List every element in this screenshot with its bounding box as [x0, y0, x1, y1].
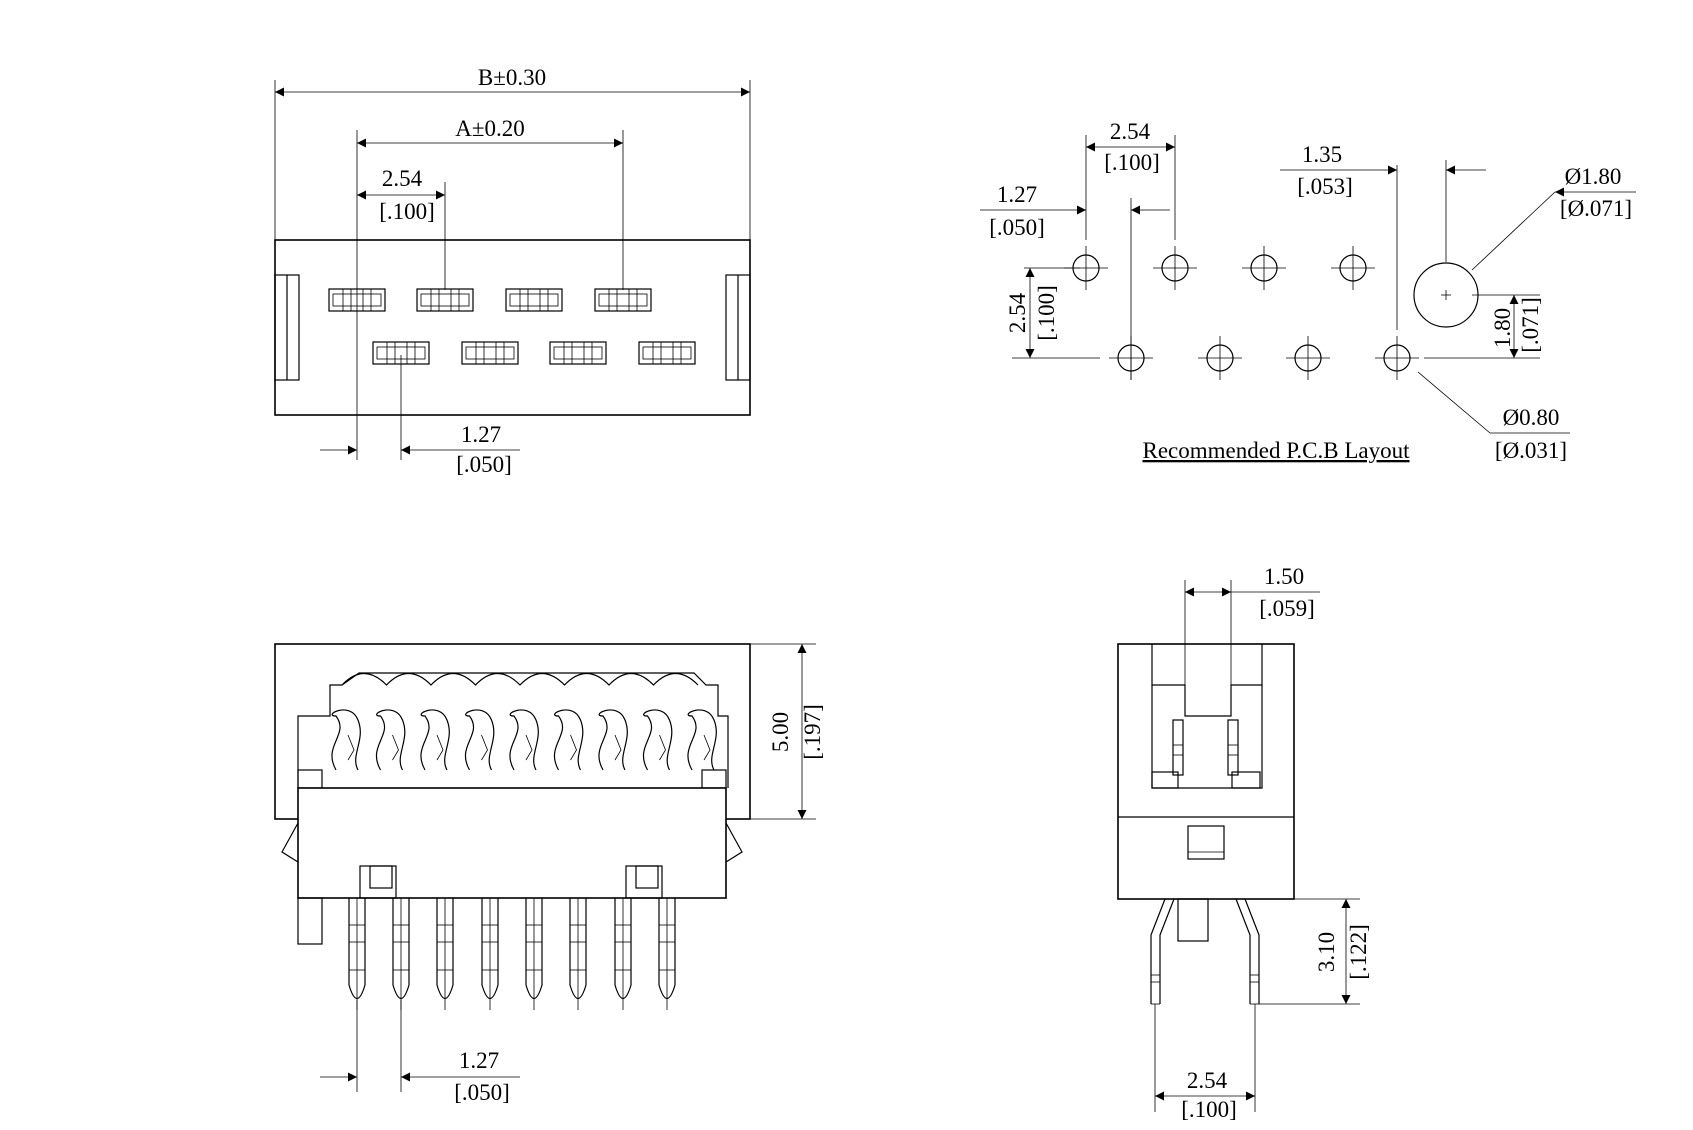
front-pitch-in: [.100] [379, 199, 435, 224]
spring-contact [375, 709, 406, 771]
spring-contacts [331, 709, 717, 771]
dim-b-label: B±0.30 [478, 65, 546, 90]
side-width-mm: 1.50 [1264, 564, 1304, 589]
contact-scallops [341, 672, 699, 686]
side-view: 1.50 [.059] 3.10 [.122] 2.54 [.100] [1117, 564, 1371, 1122]
left-boss [297, 897, 323, 945]
front-view: B±0.30 A±0.20 2.54 [.100] 1.27 [.050] [274, 65, 751, 477]
pin-length-in: [.122] [1346, 924, 1371, 980]
pcb-row-spacing-mm: 2.54 [1005, 292, 1030, 333]
scallop-edge [341, 672, 699, 686]
pcb-row-spacing-in: [.100] [1034, 285, 1059, 341]
pcb-layout-caption: Recommended P.C.B Layout [1142, 438, 1410, 463]
pin-length-mm: 3.10 [1314, 932, 1339, 972]
spring-contact [642, 709, 673, 771]
pcb-peg-x-in: [.053] [1297, 174, 1353, 199]
spring-contact [509, 709, 539, 771]
spring-contact [420, 709, 450, 771]
front-housing [274, 239, 751, 416]
pcb-layout-view: 2.54 [.100] 1.27 [.050] 2.54 [.100] 1.35… [980, 119, 1636, 463]
pcb-pitch-mm: 2.54 [1110, 119, 1151, 144]
height-mm: 5.00 [768, 712, 793, 752]
front-offset-mm: 1.27 [461, 422, 501, 447]
side-pitch-mm: 2.54 [1187, 1068, 1228, 1093]
pcb-peg-x-mm: 1.35 [1302, 142, 1342, 167]
side-width-in: [.059] [1259, 596, 1315, 621]
pin-pitch-mm: 1.27 [459, 1048, 499, 1073]
pcb-pitch-in: [.100] [1104, 150, 1160, 175]
side-housing [1117, 643, 1295, 900]
contact-slot [505, 288, 563, 312]
bottom-view: 5.00 [.197] 1.27 [.050] [274, 643, 825, 1105]
height-in: [.197] [800, 704, 825, 760]
pcb-peg-dia-mm: Ø1.80 [1565, 164, 1622, 189]
contact-slot [638, 341, 696, 365]
pcb-peg-y-mm: 1.80 [1490, 308, 1515, 348]
spring-contact [464, 709, 495, 771]
pcb-hole-dia-mm: Ø0.80 [1503, 405, 1560, 430]
pcb-row-offset-in: [.050] [989, 215, 1045, 240]
pcb-peg-dia-in: [Ø.071] [1560, 196, 1632, 221]
lower-block [297, 787, 727, 899]
spring-contact [598, 709, 628, 771]
front-pitch-mm: 2.54 [382, 166, 423, 191]
spring-contact [687, 709, 717, 771]
spring-contact [331, 709, 361, 771]
pcb-row-offset-mm: 1.27 [997, 182, 1037, 207]
pcb-peg-y-in: [.071] [1518, 297, 1543, 353]
pcb-hole-dia-in: [Ø.031] [1495, 438, 1567, 463]
contact-slot [549, 341, 607, 365]
contact-slot [461, 341, 519, 365]
front-offset-in: [.050] [456, 452, 512, 477]
contact-slots [328, 288, 696, 365]
pins [348, 898, 676, 1010]
dim-a-label: A±0.20 [455, 116, 524, 141]
pcb-holes [1064, 246, 1419, 380]
side-pitch-in: [.100] [1181, 1097, 1237, 1122]
pin-pitch-in: [.050] [454, 1080, 510, 1105]
spring-contact [553, 709, 584, 771]
